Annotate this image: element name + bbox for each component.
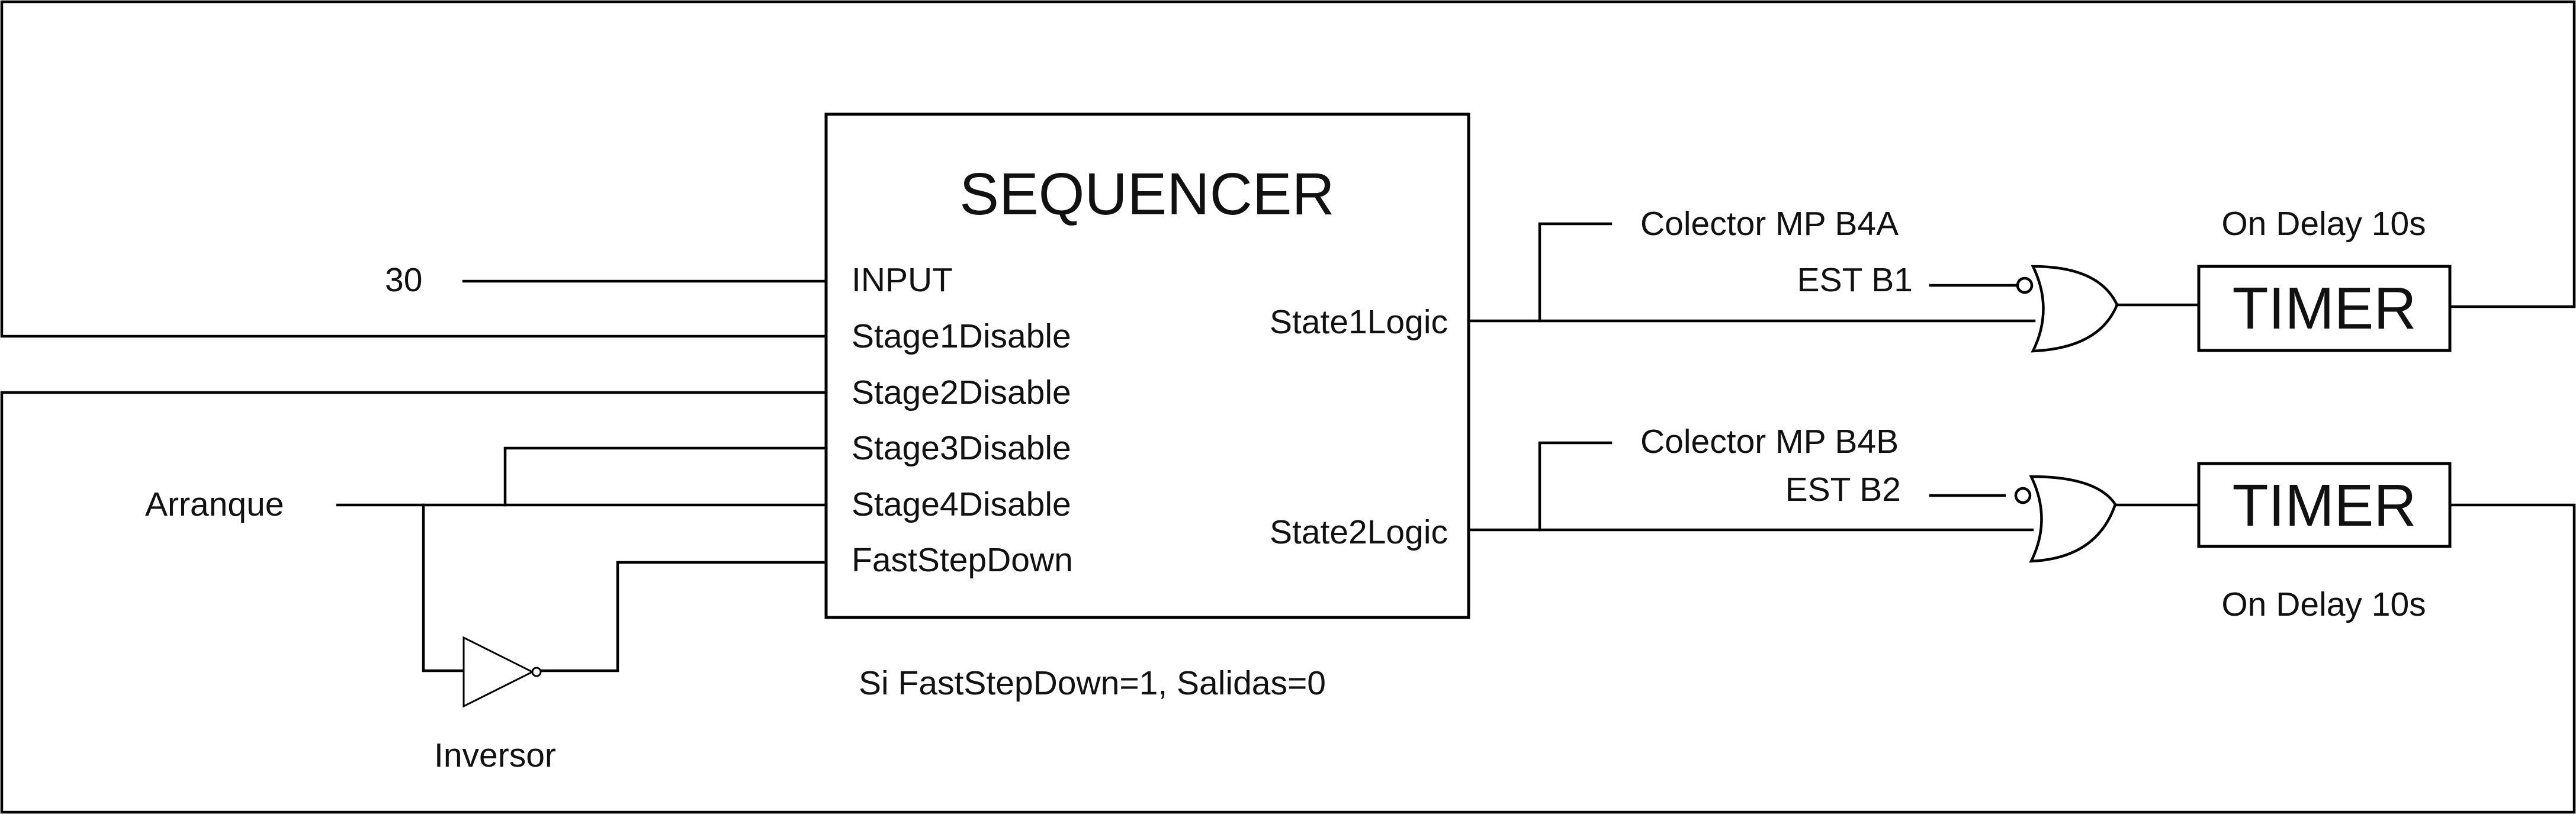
sequencer-title: SEQUENCER [959,161,1334,227]
sequencer-input-label: Stage2Disable [852,374,1071,411]
collector-b4a-label: Colector MP B4A [1640,205,1899,243]
est-b2-label: EST B2 [1785,471,1901,509]
inverter-triangle [462,636,535,708]
inverter-input-wire [422,503,465,673]
sequencer-output-label: State2Logic [1270,513,1448,551]
est-b1-label: EST B1 [1797,261,1913,299]
sequencer-input-label: FastStepDown [852,541,1073,579]
sequencer-input-label: Stage3Disable [852,429,1071,467]
or-gate-1 [2031,265,2119,353]
timer-1-label: TIMER [2232,275,2416,342]
inverter-gate [462,636,542,708]
timer-box-2 [2197,462,2452,548]
or-gate-2 [2029,475,2117,563]
timer-2-delay-label: On Delay 10s [2221,585,2426,623]
inversion-bubble-1 [2016,276,2034,294]
collector-b4a-wire [1538,222,1613,323]
sequencer-box [824,112,1470,619]
sequencer-block: SEQUENCER INPUT Stage1Disable Stage2Disa… [824,112,1470,619]
sequencer-note: Si FastStepDown=1, Salidas=0 [859,664,1326,702]
inverter-output-wire [541,561,828,673]
constant-input-label: 30 [385,261,422,299]
output-branch-2: TIMER On Delay 10s Colector MP B4B EST B… [1467,423,2452,623]
inversion-bubble-2 [2014,487,2032,504]
collector-b4b-label: Colector MP B4B [1640,423,1899,461]
timer-2-label: TIMER [2232,472,2416,539]
inverter-label: Inversor [434,736,556,774]
feedback-loop-timer1 [0,0,2576,338]
inverter-bubble [531,667,542,677]
sequencer-input-label: Stage1Disable [852,317,1071,355]
sequencer-input-label: INPUT [852,261,953,299]
sequencer-input-label: Stage4Disable [852,485,1071,523]
output-branch-1: TIMER On Delay 10s Colector MP B4A EST B… [1467,205,2452,353]
timer-box-1 [2197,265,2452,352]
sequencer-output-label: State1Logic [1270,303,1448,341]
arranque-label: Arranque [145,485,284,523]
timer-1-delay-label: On Delay 10s [2221,205,2426,243]
stage3-branch-wire [503,446,828,507]
feedback-loop-timer2 [0,391,2576,814]
collector-b4b-wire [1538,441,1613,532]
input-wiring [336,279,828,673]
